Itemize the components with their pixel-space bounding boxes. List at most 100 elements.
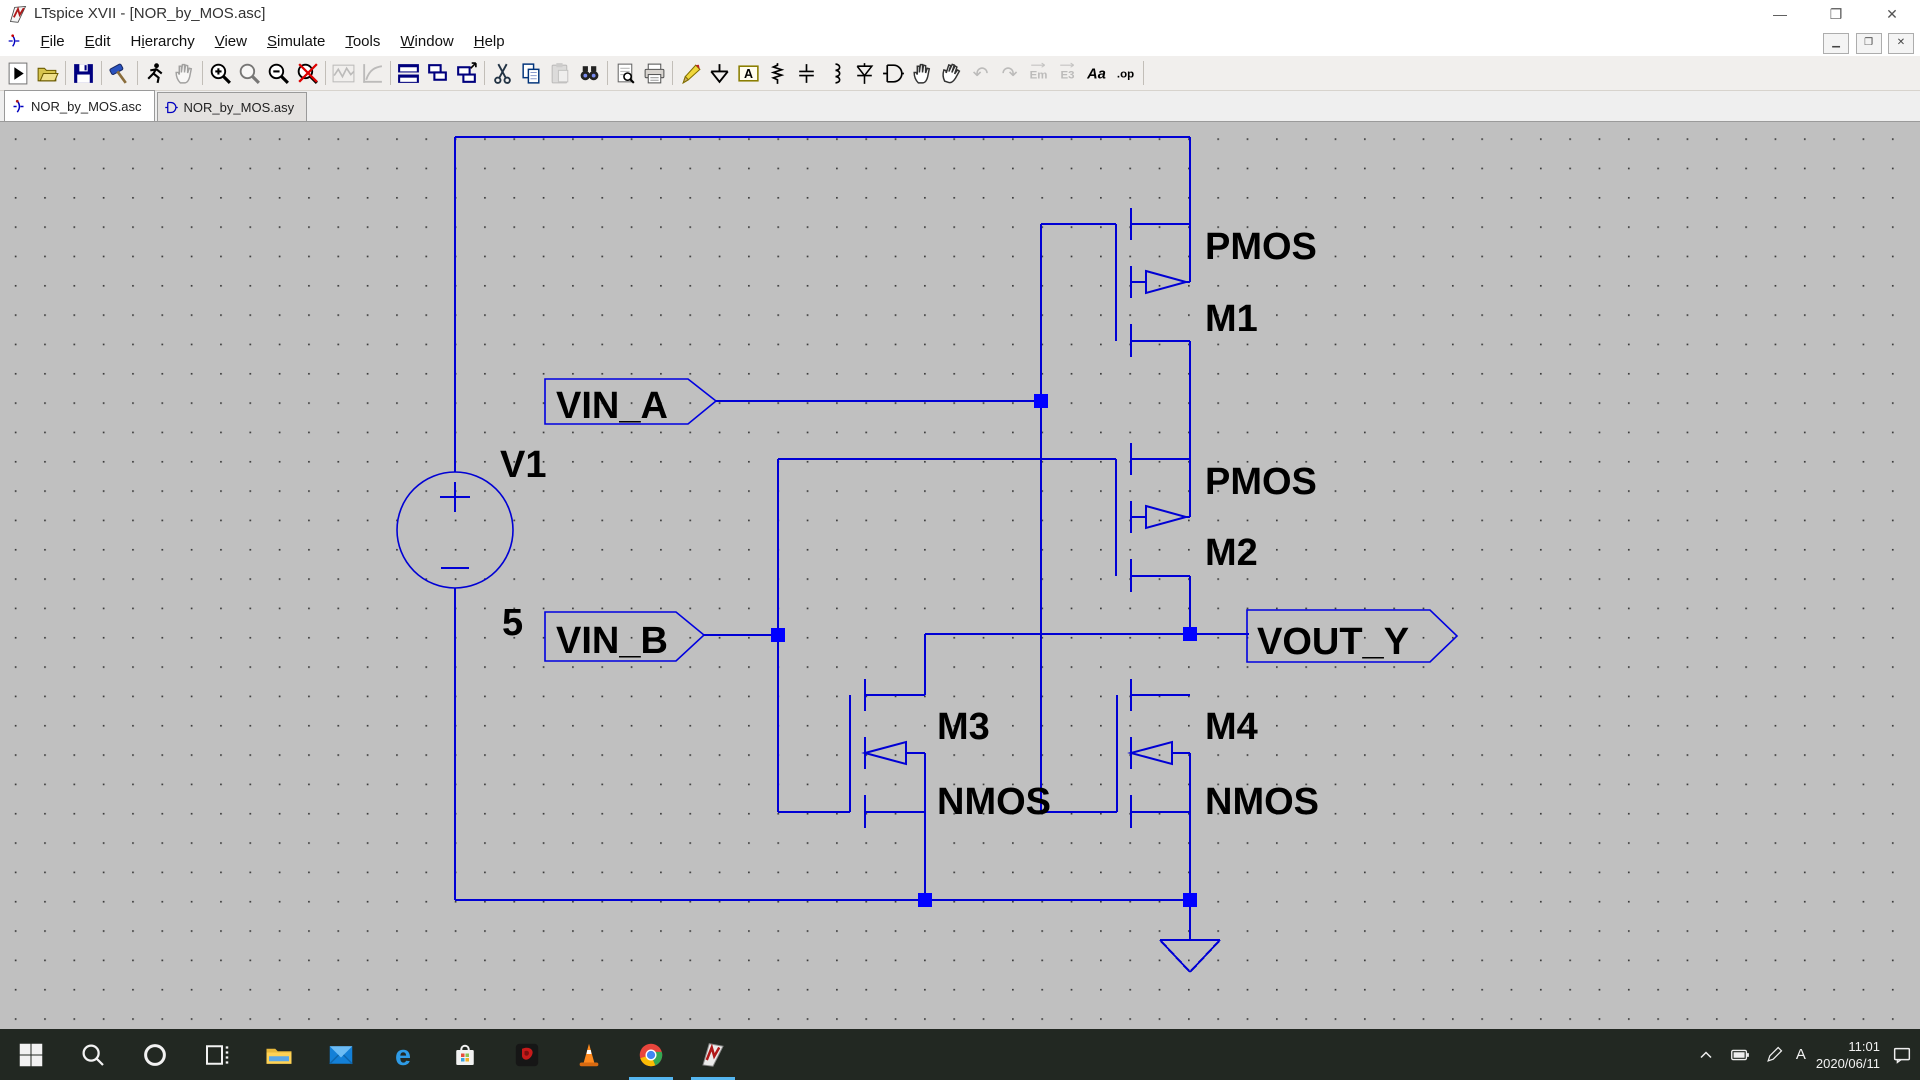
control-panel-button[interactable] — [105, 59, 134, 88]
toolbar-separator — [325, 61, 326, 85]
tray-ime-indicator[interactable]: A — [1795, 1046, 1806, 1063]
menu-simulate[interactable]: Simulate — [266, 33, 326, 50]
close-button[interactable]: ✕ — [1886, 6, 1898, 22]
action-center-icon[interactable] — [1890, 1043, 1914, 1067]
taskbar-cortana-icon[interactable] — [124, 1029, 186, 1080]
autorange-button — [329, 59, 358, 88]
capacitor-button[interactable] — [792, 59, 821, 88]
label-m1-name: M1 — [1205, 298, 1258, 340]
taskbar-vlc-icon[interactable] — [558, 1029, 620, 1080]
flag-vin-a[interactable] — [544, 378, 718, 425]
minimize-button[interactable]: — — [1773, 6, 1787, 22]
window-title: LTspice XVII - [NOR_by_MOS.asc] — [34, 5, 266, 22]
inductor-button[interactable] — [821, 59, 850, 88]
tray-battery-icon[interactable] — [1728, 1043, 1752, 1067]
text-button[interactable]: Aa — [1082, 59, 1111, 88]
taskbar-ltspice-icon[interactable] — [682, 1029, 744, 1080]
svg-text:↷: ↷ — [1002, 62, 1018, 83]
schematic-canvas[interactable]: VIN_A VIN_B VOUT_Y V1 5 PMOS M1 PMOS M2 … — [0, 122, 1920, 1029]
toolbar-separator — [202, 61, 203, 85]
drag-button[interactable] — [937, 59, 966, 88]
move-button[interactable] — [908, 59, 937, 88]
menu-view[interactable]: View — [214, 33, 247, 50]
flag-vout-y[interactable] — [1246, 609, 1459, 663]
zoom-fit-button[interactable] — [293, 59, 322, 88]
tray-clock[interactable]: 11:01 2020/06/11 — [1816, 1038, 1880, 1072]
tile-windows-button[interactable] — [394, 59, 423, 88]
mdi-restore-button[interactable]: ❐ — [1855, 33, 1882, 54]
taskbar-file-explorer-icon[interactable] — [248, 1029, 310, 1080]
net-label-button[interactable]: A — [734, 59, 763, 88]
label-vin-a: VIN_A — [556, 385, 668, 427]
run-button[interactable] — [4, 59, 33, 88]
rotate-button: E3 — [1053, 59, 1082, 88]
find-button[interactable] — [575, 59, 604, 88]
open-button[interactable] — [33, 59, 62, 88]
zoom-in-button[interactable] — [206, 59, 235, 88]
mdi-close-button[interactable]: ✕ — [1888, 33, 1914, 54]
transistor-m1[interactable] — [1115, 208, 1191, 357]
node-vin-b — [771, 628, 785, 642]
menu-tools[interactable]: Tools — [345, 33, 381, 50]
flag-vin-b[interactable] — [544, 611, 706, 662]
spice-directive-button[interactable]: .op — [1111, 59, 1140, 88]
print-preview-button[interactable] — [611, 59, 640, 88]
undo-button: ↶ — [966, 59, 995, 88]
maximize-button[interactable]: ❐ — [1829, 6, 1843, 22]
resistor-button[interactable] — [763, 59, 792, 88]
ground-button[interactable] — [705, 59, 734, 88]
zoom-out-button[interactable] — [264, 59, 293, 88]
pmos-arrow-icon — [1145, 504, 1190, 530]
taskbar-task-view-icon[interactable] — [186, 1029, 248, 1080]
net-flags — [544, 378, 1459, 663]
svg-text:.op: .op — [1117, 68, 1134, 80]
taskbar-search-icon[interactable] — [62, 1029, 124, 1080]
svg-text:↶: ↶ — [973, 62, 989, 83]
transistor-m3[interactable] — [849, 679, 926, 828]
taskbar-store-icon[interactable] — [434, 1029, 496, 1080]
label-vout-y: VOUT_Y — [1257, 621, 1409, 663]
taskbar-start-icon[interactable] — [0, 1029, 62, 1080]
tab-bar: NOR_by_MOS.asc NOR_by_MOS.asy — [0, 90, 1920, 122]
tray-pen-icon[interactable] — [1762, 1043, 1786, 1067]
label-m3-type: NMOS — [937, 781, 1051, 823]
copy-button[interactable] — [517, 59, 546, 88]
wires[interactable] — [454, 136, 1249, 940]
diode-button[interactable] — [850, 59, 879, 88]
toolbar-separator — [65, 61, 66, 85]
node-gnd-m4 — [1183, 893, 1197, 907]
transistor-m2[interactable] — [1115, 443, 1191, 592]
node-gnd-m3 — [918, 893, 932, 907]
ground-symbol[interactable] — [1159, 939, 1221, 973]
draw-wire-button[interactable] — [676, 59, 705, 88]
mdi-minimize-button[interactable]: ▁ — [1823, 33, 1850, 54]
component-button[interactable] — [879, 59, 908, 88]
taskbar-edge-icon[interactable]: e — [372, 1029, 434, 1080]
halt-button[interactable] — [141, 59, 170, 88]
print-button[interactable] — [640, 59, 669, 88]
toolbar-separator — [484, 61, 485, 85]
svg-text:Em: Em — [1030, 69, 1048, 81]
active-app-indicator — [691, 1077, 735, 1080]
voltage-source-v1[interactable] — [396, 471, 514, 589]
transistor-m4[interactable] — [1116, 679, 1191, 828]
cut-button[interactable] — [488, 59, 517, 88]
taskbar-media-app-icon[interactable] — [496, 1029, 558, 1080]
label-m2-type: PMOS — [1205, 461, 1317, 503]
taskbar-chrome-icon[interactable] — [620, 1029, 682, 1080]
tab-schematic[interactable]: NOR_by_MOS.asc — [4, 90, 155, 121]
menu-help[interactable]: Help — [473, 33, 505, 50]
menu-window[interactable]: Window — [400, 33, 454, 50]
grid-dots — [0, 122, 1920, 1029]
arrange-windows-button[interactable] — [452, 59, 481, 88]
taskbar-mail-icon[interactable] — [310, 1029, 372, 1080]
menu-edit[interactable]: Edit — [84, 33, 111, 50]
menu-file[interactable]: File — [40, 33, 65, 50]
tray-chevron-icon[interactable] — [1694, 1043, 1718, 1067]
save-button[interactable] — [69, 59, 98, 88]
menu-hierarchy[interactable]: Hierarchy — [130, 33, 195, 50]
tab-symbol[interactable]: NOR_by_MOS.asy — [156, 92, 308, 121]
cascade-windows-button[interactable] — [423, 59, 452, 88]
mirror-button: Em — [1024, 59, 1053, 88]
toolbar-separator — [137, 61, 138, 85]
